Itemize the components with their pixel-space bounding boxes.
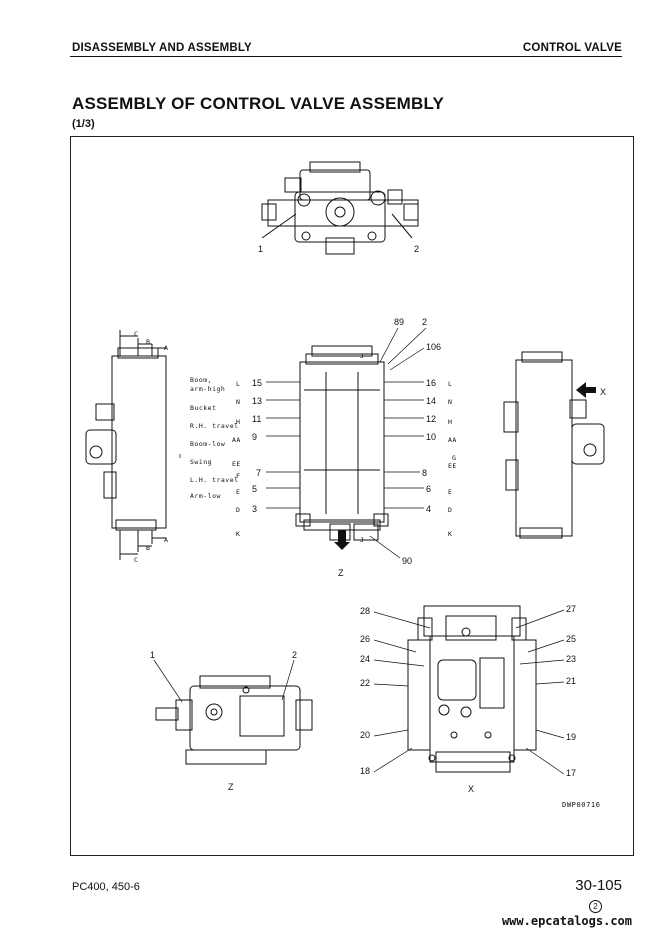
callout: 6 — [426, 484, 431, 494]
side-mark: A — [164, 344, 168, 352]
callout: 2 — [422, 317, 427, 327]
callout: 5 — [252, 484, 257, 494]
callout: 2 — [414, 244, 419, 254]
section-mark: L — [236, 380, 240, 388]
side-mark: C — [134, 330, 138, 338]
callout: 14 — [426, 396, 436, 406]
section-mark: E — [448, 488, 452, 496]
drawing-code: DWP00716 — [562, 801, 601, 809]
callout: 18 — [360, 766, 370, 776]
component-header: CONTROL VALVE — [522, 42, 622, 54]
section-mark: L — [448, 380, 452, 388]
section-mark: G — [452, 454, 456, 462]
callout: 26 — [360, 634, 370, 644]
callout: 21 — [566, 676, 576, 686]
callout: 13 — [252, 396, 262, 406]
section-mark: AA — [448, 436, 457, 444]
callout: 4 — [426, 504, 431, 514]
callout: 1 — [258, 244, 263, 254]
section-mark: EE — [448, 462, 457, 470]
callout: 10 — [426, 432, 436, 442]
callout: 9 — [252, 432, 257, 442]
arrow-label: X — [600, 387, 606, 397]
view-label: Z — [228, 782, 234, 792]
section-mark: F — [236, 472, 240, 480]
section-mark: EE — [232, 460, 241, 468]
side-mark: C — [134, 556, 138, 564]
left-side-view — [85, 330, 167, 560]
callout: 106 — [426, 342, 441, 352]
section-header: DISASSEMBLY AND ASSEMBLY — [72, 42, 252, 54]
view-z-arrow-icon — [334, 530, 350, 550]
callout: 12 — [426, 414, 436, 424]
spool-label: Swing — [190, 458, 212, 466]
section-mark: H — [448, 418, 452, 426]
callout: 15 — [252, 378, 262, 388]
top-view — [261, 161, 419, 255]
spool-label: arm-high — [190, 385, 225, 393]
section-mark: N — [236, 398, 240, 406]
callout: 28 — [360, 606, 370, 616]
spool-label: Boom, — [190, 376, 212, 384]
figure-frame — [70, 136, 634, 856]
arrow-label: Z — [338, 568, 344, 578]
view-x-arrow-icon — [576, 382, 596, 398]
callout: 24 — [360, 654, 370, 664]
section-mark: H — [236, 418, 240, 426]
header-rule — [70, 56, 622, 57]
side-mark: B — [146, 338, 150, 346]
right-side-view — [503, 351, 605, 539]
spool-label: Bucket — [190, 404, 216, 412]
side-mark: A — [164, 536, 168, 544]
spool-label: Boom-low — [190, 440, 225, 448]
model-label: PC400, 450-6 — [72, 881, 140, 893]
callout: 27 — [566, 604, 576, 614]
callout: 8 — [422, 468, 427, 478]
section-mark: E — [236, 488, 240, 496]
watermark: www.epcatalogs.com — [501, 914, 632, 928]
section-mark: J — [360, 352, 364, 360]
callout: 7 — [256, 468, 261, 478]
callout: 20 — [360, 730, 370, 740]
side-mark: B — [146, 544, 150, 552]
page-title: ASSEMBLY OF CONTROL VALVE ASSEMBLY — [72, 94, 445, 113]
section-mark: K — [236, 530, 240, 538]
view-label: X — [468, 784, 474, 794]
callout: 1 — [150, 650, 155, 660]
page-subtitle: (1/3) — [72, 118, 95, 130]
callout: 25 — [566, 634, 576, 644]
section-mark: J — [360, 536, 364, 544]
callout: 23 — [566, 654, 576, 664]
callout: 3 — [252, 504, 257, 514]
callout: 19 — [566, 732, 576, 742]
callout: 17 — [566, 768, 576, 778]
spool-label: R.H. travel — [190, 422, 239, 430]
page-number: 30-105 — [575, 877, 622, 894]
callout: 89 — [394, 317, 404, 327]
callout: 11 — [252, 414, 261, 424]
section-mark: AA — [232, 436, 241, 444]
section-mark: D — [236, 506, 240, 514]
front-view — [295, 345, 389, 541]
callout: 2 — [292, 650, 297, 660]
section-mark: D — [448, 506, 452, 514]
view-x — [407, 605, 537, 773]
section-mark: K — [448, 530, 452, 538]
view-z — [155, 675, 313, 765]
section-mark: N — [448, 398, 452, 406]
callout: 22 — [360, 678, 370, 688]
revision-badge: 2 — [589, 900, 602, 913]
spool-label: L.H. travel — [190, 476, 239, 484]
callout: 90 — [402, 556, 412, 566]
spool-label: Arm-low — [190, 492, 221, 500]
callout: 16 — [426, 378, 436, 388]
